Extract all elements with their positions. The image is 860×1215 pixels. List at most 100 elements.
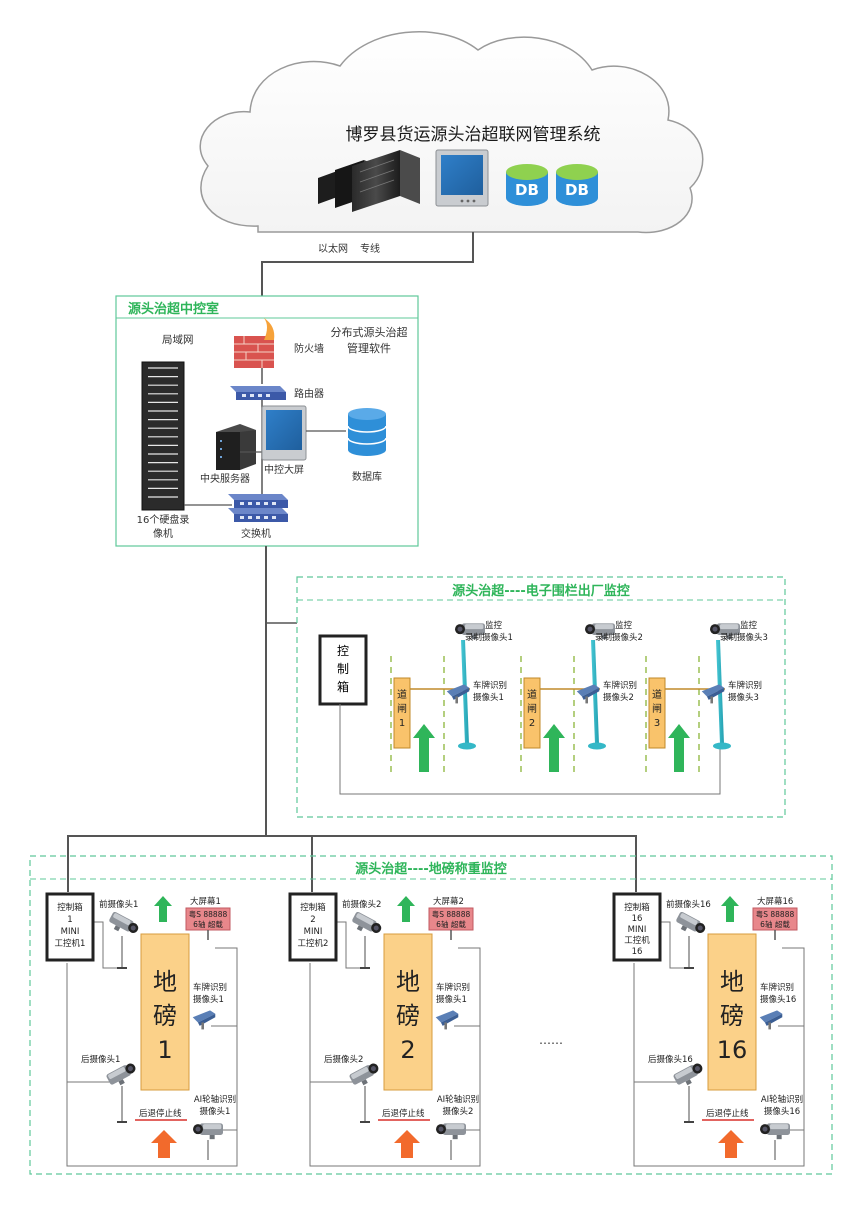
control-box-label: 工控机2 <box>298 938 329 949</box>
front-camera-icon <box>349 911 384 940</box>
database-icon <box>347 408 387 456</box>
weighbridge-label: 2 <box>400 1036 415 1064</box>
entry-arrow-icon <box>543 724 565 772</box>
cloud-group: 博罗县货运源头治超联网管理系统 DB <box>199 31 704 234</box>
plate-camera-label: 车牌识别 <box>603 680 637 691</box>
control-box-label: 2 <box>310 915 315 925</box>
led-screen-plate: 粤S 88888 <box>189 909 228 919</box>
weighbridge-platform <box>383 933 433 1091</box>
cloud-server-racks-icon <box>318 150 420 212</box>
fence-box-char-2: 制 <box>337 662 349 676</box>
weighbridge-label: 16 <box>717 1036 748 1064</box>
rear-camera-label: 后摄像头1 <box>81 1054 120 1065</box>
nvr-label-line1: 16个硬盘录 <box>137 513 190 526</box>
pole-base <box>588 742 606 750</box>
weighbridge-platform <box>707 933 757 1091</box>
monitor-camera-label: 监控 <box>740 620 758 631</box>
weighbridge-label: 地 <box>720 968 744 996</box>
barrier-gate-box <box>393 677 411 749</box>
rear-camera-label: 后摄像头16 <box>648 1054 693 1065</box>
control-box-label: 工控机 <box>624 935 650 946</box>
exit-arrow-icon <box>154 896 172 922</box>
backbone-link <box>67 546 267 892</box>
barrier-gate-label: 道 <box>527 688 537 701</box>
pole-base <box>458 742 476 750</box>
plate-camera-label: 车牌识别 <box>473 680 507 691</box>
barrier-gate-label: 3 <box>654 718 660 729</box>
big-screen-icon <box>261 405 307 461</box>
link-label-ethernet: 以太网 <box>318 242 348 255</box>
barrier-gate-label: 闸 <box>527 702 537 715</box>
led-screen-title: 大屏幕1 <box>190 896 221 907</box>
db-label-2: DB <box>565 181 589 199</box>
monitor-camera-label: 监控 <box>615 620 633 631</box>
rear-camera-label: 后摄像头2 <box>324 1054 363 1065</box>
control-box-label: MINI <box>61 927 80 937</box>
firewall-icon <box>234 318 275 368</box>
led-screen-title: 大屏幕16 <box>757 896 793 907</box>
led-screen-status: 6轴 超载 <box>193 919 223 929</box>
ai-camera-label: 摄像头1 <box>200 1106 231 1117</box>
central-server-icon <box>216 424 256 470</box>
front-camera-label: 前摄像头1 <box>99 899 138 910</box>
ai-axle-camera-icon <box>436 1123 466 1140</box>
weighbridge-label: 地 <box>153 968 177 996</box>
control-box-label: 16 <box>632 947 643 957</box>
plate-camera-label: 摄像头3 <box>728 692 759 703</box>
central-server-label: 中央服务器 <box>200 472 250 485</box>
entry-arrow-icon <box>151 1130 177 1158</box>
cloud-title: 博罗县货运源头治超联网管理系统 <box>346 125 601 145</box>
nvr-rack-icon <box>141 361 185 511</box>
weighbridge-platform <box>140 933 190 1091</box>
fence-control-box: 控 制 箱 <box>318 634 368 706</box>
front-cam-wiring <box>336 921 362 969</box>
stop-line-label: 后退停止线 <box>139 1108 182 1119</box>
fence-bus-link <box>339 704 721 795</box>
pole-base <box>713 742 731 750</box>
nvr-label-line2: 像机 <box>153 527 173 540</box>
control-box-label: MINI <box>304 927 323 937</box>
led-screen-title: 大屏幕2 <box>433 896 464 907</box>
barrier-gate-label: 1 <box>399 718 405 729</box>
plate-camera-label: 车牌识别 <box>728 680 762 691</box>
plate-camera-label: 车牌识别 <box>436 982 470 993</box>
station16-branch-link <box>312 835 637 892</box>
barrier-gate-label: 2 <box>529 718 535 729</box>
exit-arrow-icon <box>397 896 415 922</box>
led-screen-status: 6轴 超载 <box>760 919 790 929</box>
fence-box-char-1: 控 <box>337 644 349 658</box>
entry-arrow-icon <box>394 1130 420 1158</box>
monitor-camera-label: 录制摄像头2 <box>595 632 643 643</box>
plate-camera-label: 摄像头1 <box>473 692 504 703</box>
barrier-gate-label: 道 <box>397 688 407 701</box>
switch-label: 交换机 <box>241 527 271 540</box>
stop-line-label: 后退停止线 <box>706 1108 749 1119</box>
station-wiring <box>309 947 481 1167</box>
entry-arrow-icon <box>718 1130 744 1158</box>
plate-camera-icon <box>192 1010 216 1030</box>
router-icon <box>230 386 286 400</box>
weighbridge-label: 磅 <box>396 1002 420 1030</box>
cloud-monitor-icon <box>435 149 489 207</box>
software-label-line1: 分布式源头治超 <box>331 325 408 339</box>
front-cam-wiring <box>93 921 119 969</box>
control-box-label: 工控机1 <box>55 938 86 949</box>
plate-camera-label: 摄像头1 <box>436 994 467 1005</box>
front-camera-label: 前摄像头16 <box>666 899 711 910</box>
plate-camera-label: 摄像头1 <box>193 994 224 1005</box>
database-label: 数据库 <box>352 470 382 483</box>
plate-camera-icon <box>759 1010 783 1030</box>
ai-axle-camera-icon <box>193 1123 223 1140</box>
control-box-label: 16 <box>632 914 643 924</box>
control-box-label: MINI <box>628 925 647 935</box>
barrier-gate-label: 道 <box>652 688 662 701</box>
plate-camera-icon <box>435 1010 459 1030</box>
monitor-camera-label: 录制摄像头3 <box>720 632 768 643</box>
cloud-db-icon-1: DB <box>506 164 548 206</box>
